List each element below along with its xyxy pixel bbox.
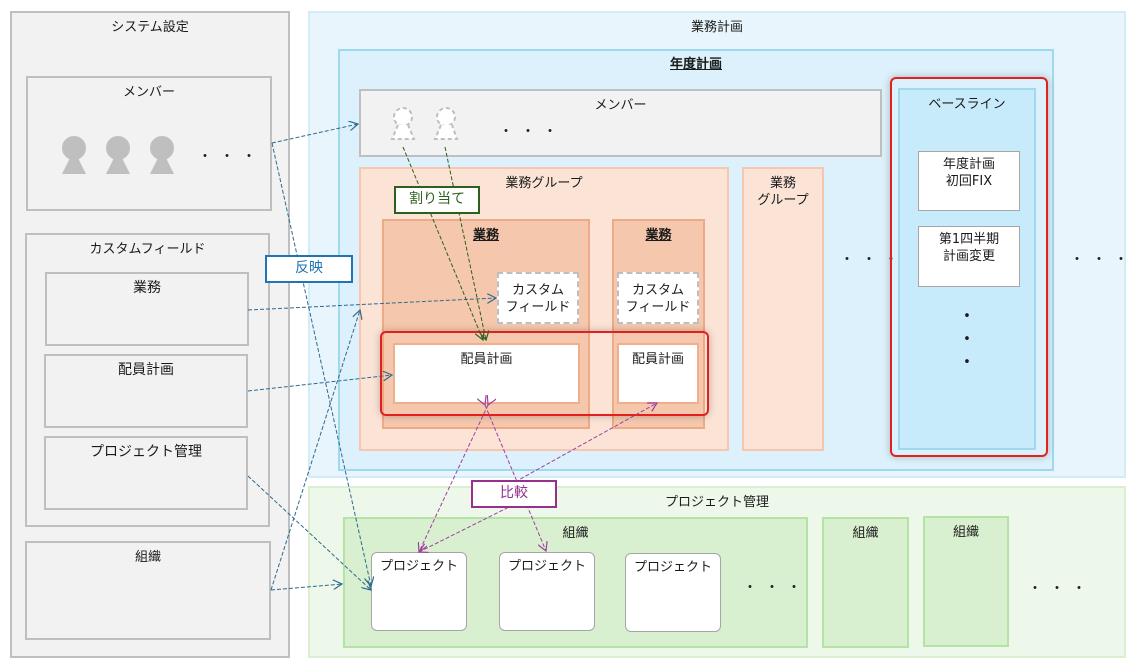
sys-members-box: メンバー ・・・ (26, 76, 272, 211)
staffing-plan-box: 配員計画 (393, 343, 580, 404)
reflect-label: 反映 (265, 255, 353, 283)
project-card: プロジェクト (371, 552, 467, 631)
vertical-ellipsis: • (963, 332, 971, 347)
person-outline-icon (433, 124, 459, 140)
member-icons (62, 136, 174, 174)
project-card: プロジェクト (625, 553, 721, 632)
ellipsis: ・・・ (1028, 581, 1094, 597)
custom-fields-title: カスタムフィールド (89, 242, 206, 257)
staffing-highlight-frame (380, 331, 709, 416)
custom-field-project: プロジェクト管理 (44, 436, 248, 510)
vertical-ellipsis: • (963, 355, 971, 370)
person-outline-icon (393, 107, 413, 127)
annual-plan-title: 年度計画 (669, 57, 722, 72)
person-outline-icon (436, 107, 456, 127)
work-group-title: 業務グループ (505, 176, 583, 191)
baseline-title: ベースライン (928, 97, 1006, 112)
person-icon (150, 136, 174, 160)
ellipsis: ・・・ (743, 580, 809, 596)
baseline-item: 年度計画 初回FIX (918, 151, 1020, 211)
compare-label: 比較 (471, 480, 557, 508)
person-outline-icon (390, 124, 416, 140)
plan-members-box: メンバー ・・・ (359, 89, 882, 157)
task-custom-field: カスタム フィールド (497, 272, 579, 324)
work-plan-title: 業務計画 (690, 20, 743, 35)
organization-box: 組織 (822, 517, 909, 648)
baseline-item: 第1四半期 計画変更 (918, 226, 1020, 287)
person-icon (106, 150, 130, 174)
organization-box: 組織 (923, 516, 1009, 647)
ellipsis: ・・・ (198, 149, 264, 165)
custom-field-staffing: 配員計画 (44, 354, 248, 428)
person-icon (106, 136, 130, 160)
custom-field-task: 業務 (45, 272, 249, 346)
system-settings-title: システム設定 (111, 20, 189, 35)
ellipsis: ・・・ (499, 124, 565, 140)
project-card: プロジェクト (499, 552, 595, 631)
task-custom-field: カスタム フィールド (617, 272, 699, 324)
person-icon (62, 150, 86, 174)
assigned-member-icons (390, 107, 459, 140)
project-management-title: プロジェクト管理 (664, 495, 769, 510)
sys-members-title: メンバー (122, 85, 175, 100)
organization-title: 組織 (134, 550, 161, 565)
baseline-highlight-frame (890, 77, 1048, 457)
work-group-box-2: 業務 グループ (742, 167, 824, 451)
ellipsis: ・・・ (840, 252, 906, 268)
person-icon (62, 136, 86, 160)
person-icon (150, 150, 174, 174)
sys-organization-box: 組織 (25, 541, 271, 640)
plan-members-title: メンバー (594, 98, 647, 113)
ellipsis: ・・・ (1070, 252, 1134, 268)
vertical-ellipsis: • (963, 309, 971, 324)
assign-label: 割り当て (394, 186, 480, 214)
